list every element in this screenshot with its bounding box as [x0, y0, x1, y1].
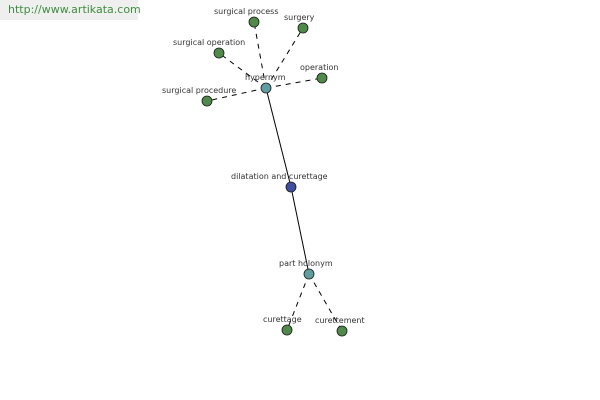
edge-center-to-part-holonym [290, 186, 310, 275]
node-dot-hypernym[interactable] [260, 82, 272, 94]
node-dot-part-holonym[interactable] [303, 268, 315, 280]
node-surgical-process[interactable]: surgical process [214, 7, 279, 28]
node-operation[interactable]: operation [300, 63, 338, 84]
node-surgical-procedure[interactable]: surgical procedure [162, 86, 236, 107]
node-curettement[interactable]: curettement [315, 316, 365, 337]
node-dot-surgical-operation[interactable] [213, 47, 225, 59]
edge-part-holonym-to-curettage [286, 273, 310, 331]
node-label-curettement[interactable]: curettement [315, 316, 365, 325]
edge-hypernym-to-surgical-process [253, 21, 267, 89]
node-dot-center[interactable] [285, 181, 297, 193]
node-label-surgery[interactable]: surgery [284, 13, 315, 22]
edge-part-holonym-to-curettement [308, 273, 343, 332]
source-url-label[interactable]: http://www.artikata.com [0, 0, 141, 20]
nodes-layer: dilatation and curettage hypernym part hol… [162, 7, 365, 337]
node-dot-operation[interactable] [316, 72, 328, 84]
node-part-holonym[interactable]: part holonym [279, 259, 333, 280]
node-label-part-holonym[interactable]: part holonym [279, 259, 333, 268]
node-label-center[interactable]: dilatation and curettage [231, 172, 328, 181]
edge-hypernym-to-surgery [265, 27, 304, 89]
edge-center-to-hypernym [265, 87, 292, 188]
node-dot-curettage[interactable] [281, 324, 293, 336]
node-dot-surgical-procedure[interactable] [201, 95, 213, 107]
node-surgical-operation[interactable]: surgical operation [173, 38, 245, 59]
edges-layer [206, 21, 343, 332]
node-label-surgical-process[interactable]: surgical process [214, 7, 279, 16]
edge-hypernym-to-surgical-operation [218, 52, 267, 89]
node-curettage[interactable]: curettage [263, 315, 302, 336]
node-hypernym[interactable]: hypernym [245, 73, 286, 94]
node-label-curettage[interactable]: curettage [263, 315, 302, 324]
edge-hypernym-to-surgical-procedure [206, 87, 267, 102]
node-dot-curettement[interactable] [336, 325, 348, 337]
node-label-hypernym[interactable]: hypernym [245, 73, 286, 82]
node-surgery[interactable]: surgery [284, 13, 315, 34]
node-label-operation[interactable]: operation [300, 63, 338, 72]
node-label-surgical-operation[interactable]: surgical operation [173, 38, 245, 47]
node-label-surgical-procedure[interactable]: surgical procedure [162, 86, 236, 95]
node-dot-surgery[interactable] [297, 22, 309, 34]
node-dot-surgical-process[interactable] [248, 16, 260, 28]
node-center[interactable]: dilatation and curettage [231, 172, 328, 193]
